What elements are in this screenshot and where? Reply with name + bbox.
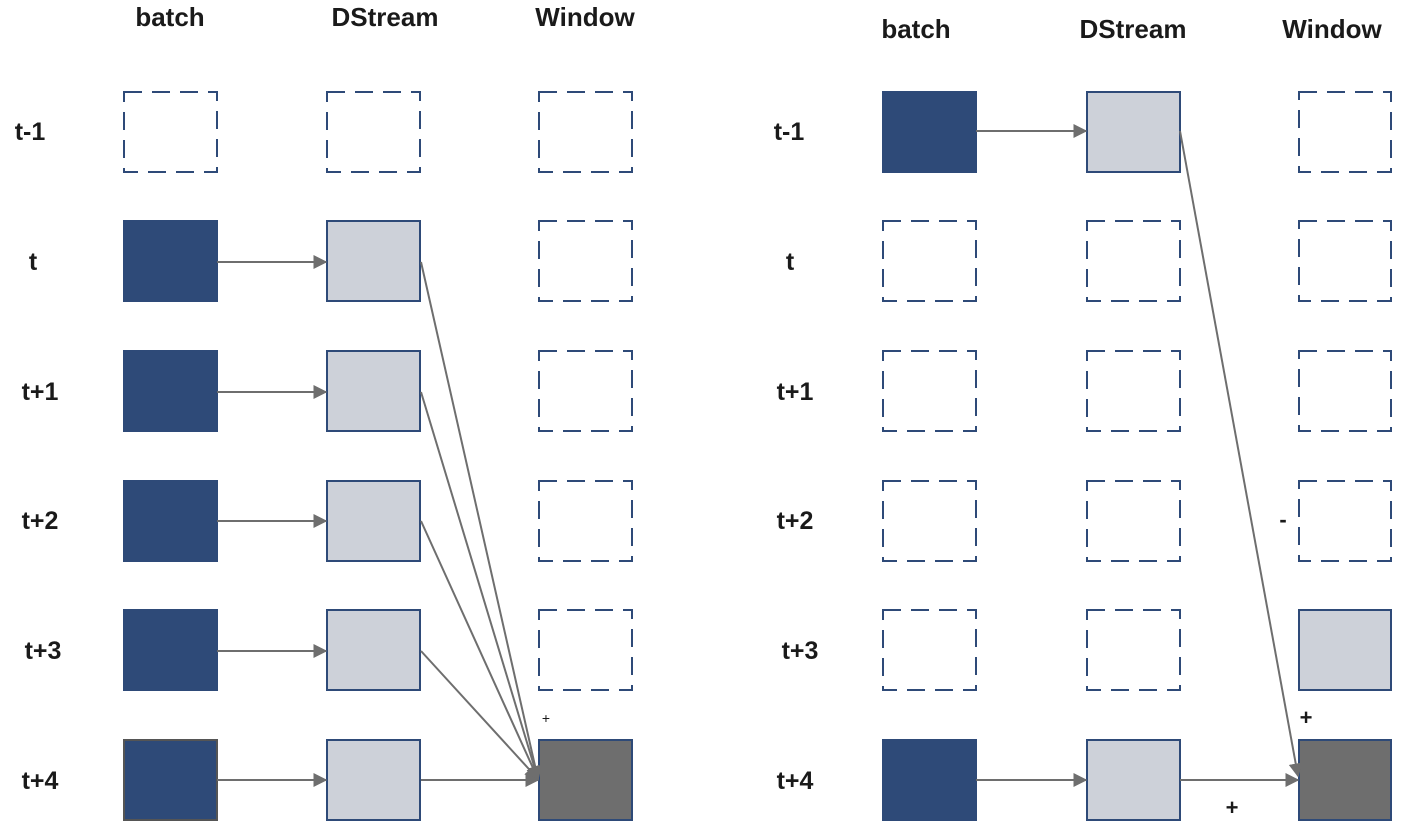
right-window-empty-t+2 [1298, 480, 1392, 562]
right-batch-block-t-1 [882, 91, 977, 173]
left-dstream-block-t [326, 220, 421, 302]
right-arrow-dstream-window-t-1 [1179, 130, 1303, 778]
right-batch-empty-t [882, 220, 977, 302]
left-row-label-t+2: t+2 [22, 507, 59, 535]
right-panel: batch DStream Window t-1 t t+1 t+2 t+3 t… [774, 14, 1392, 821]
right-row-label-t-1: t-1 [774, 118, 805, 146]
left-panel: batch DStream Window t-1 t t+1 t+2 t+3 t… [15, 2, 635, 821]
right-batch-empty-t+2 [882, 480, 977, 562]
left-batch-block-t+3 [123, 609, 218, 691]
right-dstream-empty-t+1 [1086, 350, 1181, 432]
left-row-label-t-1: t-1 [15, 118, 46, 146]
right-plus-label-window: + [1300, 705, 1313, 730]
left-window-empty-t+3 [538, 609, 633, 691]
left-window-empty-t+1 [538, 350, 633, 432]
left-window-empty-t+2 [538, 480, 633, 562]
left-arrow-dstream-window-t+2 [420, 520, 540, 781]
left-dstream-block-t+4 [326, 739, 421, 821]
right-plus-label-arrow: + [1226, 795, 1239, 820]
right-window-result-block [1298, 739, 1392, 821]
right-window-empty-t [1298, 220, 1392, 302]
right-row-label-t+1: t+1 [777, 378, 814, 406]
right-batch-empty-t+3 [882, 609, 977, 691]
right-row-label-t+2: t+2 [777, 507, 814, 535]
left-arrow-dstream-window-t+1 [420, 391, 542, 781]
left-window-result-block [538, 739, 633, 821]
right-dstream-empty-t+2 [1086, 480, 1181, 562]
left-batch-block-t+4 [123, 739, 218, 821]
right-col-dstream-label: DStream [1080, 14, 1187, 44]
left-dstream-block-t+2 [326, 480, 421, 562]
right-dstream-block-t-1 [1086, 91, 1181, 173]
right-batch-empty-t+1 [882, 350, 977, 432]
left-col-window-label: Window [535, 2, 635, 32]
right-dstream-block-t+4 [1086, 739, 1181, 821]
left-col-batch-label: batch [135, 2, 204, 32]
right-window-previous-block [1298, 609, 1392, 691]
left-batch-empty-t-1 [123, 91, 218, 173]
left-batch-block-t+2 [123, 480, 218, 562]
left-plus-label: + [542, 710, 550, 726]
left-row-label-t+3: t+3 [25, 637, 62, 665]
left-col-dstream-label: DStream [332, 2, 439, 32]
left-dstream-block-t+1 [326, 350, 421, 432]
right-batch-block-t+4 [882, 739, 977, 821]
left-batch-block-t+1 [123, 350, 218, 432]
right-window-empty-t-1 [1298, 91, 1392, 173]
left-row-label-t+4: t+4 [22, 767, 59, 795]
left-arrow-dstream-window-t+3 [420, 650, 539, 781]
right-row-label-t: t [786, 248, 795, 276]
left-window-empty-t-1 [538, 91, 633, 173]
left-batch-block-t [123, 220, 218, 302]
left-row-label-t+1: t+1 [22, 378, 59, 406]
right-row-label-t+3: t+3 [782, 637, 819, 665]
right-dstream-empty-t [1086, 220, 1181, 302]
right-col-batch-label: batch [881, 14, 950, 44]
left-dstream-empty-t-1 [326, 91, 421, 173]
left-arrow-dstream-window-t [420, 261, 543, 781]
right-dstream-empty-t+3 [1086, 609, 1181, 691]
left-dstream-block-t+3 [326, 609, 421, 691]
right-row-label-t+4: t+4 [777, 767, 814, 795]
left-row-label-t: t [29, 248, 38, 276]
right-col-window-label: Window [1282, 14, 1382, 44]
left-window-empty-t [538, 220, 633, 302]
right-minus-label: - [1279, 507, 1286, 532]
right-window-empty-t+1 [1298, 350, 1392, 432]
